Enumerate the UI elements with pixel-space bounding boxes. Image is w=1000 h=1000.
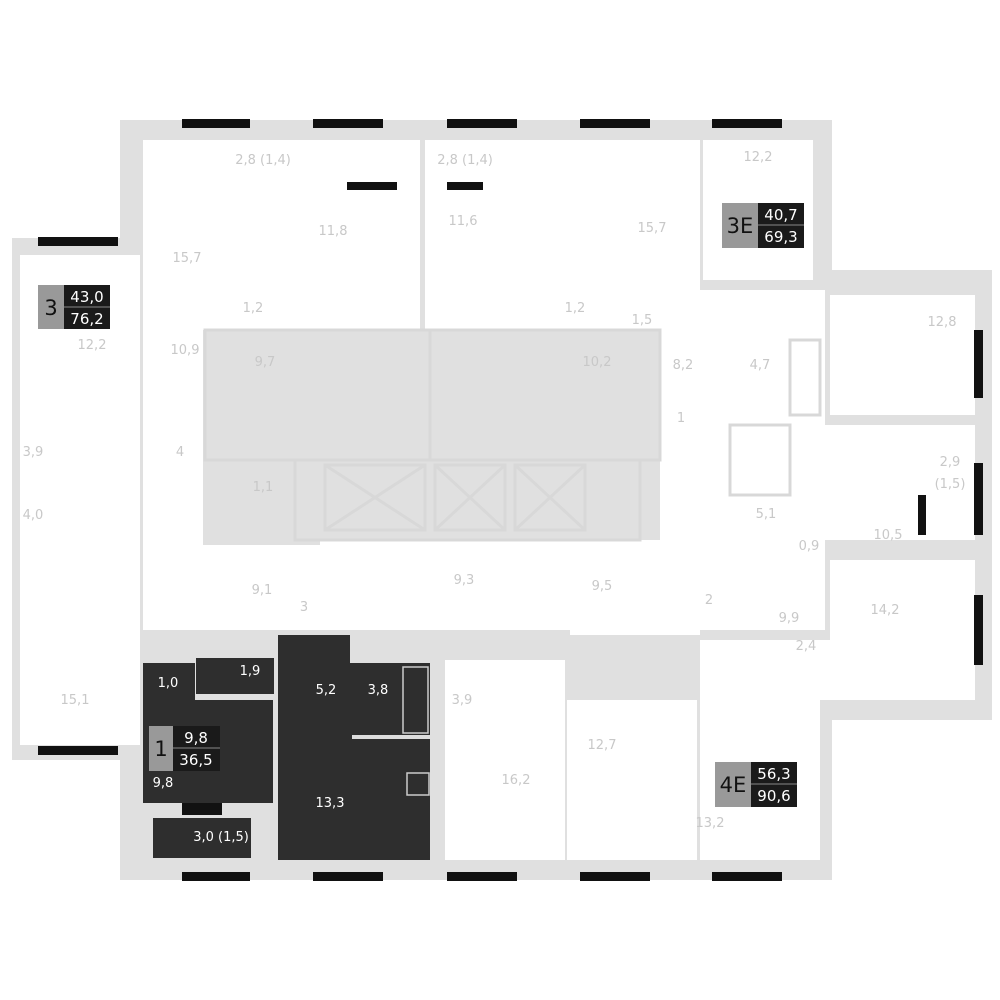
- room-area: 9,8: [153, 776, 174, 791]
- room-area: 3,0 (1,5): [193, 830, 249, 845]
- total-area: 69,3: [764, 228, 797, 246]
- room-area: 12,2: [78, 338, 107, 353]
- room-area: 5,1: [756, 507, 777, 522]
- apartment-badge[interactable]: 3E 40,7 69,3: [722, 203, 804, 248]
- room-area: 2,4: [796, 639, 817, 654]
- room-area: 2,8 (1,4): [235, 153, 291, 168]
- total-area: 76,2: [70, 310, 103, 328]
- room-area: 1,0: [158, 676, 179, 691]
- room-area: 9,9: [779, 611, 800, 626]
- room-area: 0,9: [799, 539, 820, 554]
- room-area: 10,5: [874, 528, 903, 543]
- room-area: 5,2: [316, 683, 337, 698]
- total-area: 90,6: [757, 787, 790, 805]
- selected-room-labels: 1,0 1,9 5,2 3,8 9,8 13,3 3,0 (1,5): [153, 664, 389, 845]
- room-area: 9,5: [592, 579, 613, 594]
- room-area: 11,8: [319, 224, 348, 239]
- apartment-type: 4E: [720, 773, 747, 797]
- room-area: 11,6: [449, 214, 478, 229]
- room-area: 10,2: [583, 355, 612, 370]
- room-area: 4,0: [23, 508, 44, 523]
- room-area: 1,2: [565, 301, 586, 316]
- room-area: 4,7: [750, 358, 771, 373]
- room-area: 4: [176, 445, 184, 460]
- room-area: 3,9: [452, 693, 473, 708]
- apartment-type: 3: [44, 296, 57, 320]
- room-area: 9,1: [252, 583, 273, 598]
- living-area: 43,0: [70, 288, 103, 306]
- apartment-type: 3E: [727, 214, 754, 238]
- room-area: 9,7: [255, 355, 276, 370]
- room-area: 2,9: [940, 455, 961, 470]
- room-labels: 15,7 2,8 (1,4) 2,8 (1,4) 11,8 11,6 15,7 …: [23, 150, 966, 831]
- room-area: 3,8: [368, 683, 389, 698]
- living-area: 40,7: [764, 206, 797, 224]
- room-area: 16,2: [502, 773, 531, 788]
- room-area: (1,5): [935, 477, 966, 492]
- apartment-type: 1: [154, 737, 167, 761]
- room-area: 1,1: [253, 480, 274, 495]
- room-area: 10,9: [171, 343, 200, 358]
- total-area: 36,5: [179, 751, 212, 769]
- apartment-badge[interactable]: 1 9,8 36,5: [149, 726, 220, 771]
- apartment-badge[interactable]: 3 43,0 76,2: [38, 285, 110, 329]
- room-area: 1,2: [243, 301, 264, 316]
- core-stairs-elevators: [203, 328, 822, 737]
- room-interiors: [20, 140, 975, 860]
- room-area: 15,1: [61, 693, 90, 708]
- room-area: 15,7: [638, 221, 667, 236]
- apartment-badge[interactable]: 4E 56,3 90,6: [715, 762, 797, 807]
- room-area: 2,8 (1,4): [437, 153, 493, 168]
- room-area: 12,2: [744, 150, 773, 165]
- room-area: 9,3: [454, 573, 475, 588]
- room-area: 1,9: [240, 664, 261, 679]
- room-area: 8,2: [673, 358, 694, 373]
- room-area: 13,3: [316, 796, 345, 811]
- room-area: 3,9: [23, 445, 44, 460]
- living-area: 56,3: [757, 765, 790, 783]
- room-area: 1,5: [632, 313, 653, 328]
- room-area: 13,2: [696, 816, 725, 831]
- room-area: 2: [705, 593, 713, 608]
- room-area: 12,7: [588, 738, 617, 753]
- windows: [38, 119, 983, 881]
- living-area: 9,8: [184, 729, 208, 747]
- room-area: 3: [300, 600, 308, 615]
- room-area: 14,2: [871, 603, 900, 618]
- room-area: 12,8: [928, 315, 957, 330]
- room-area: 15,7: [173, 251, 202, 266]
- room-area: 1: [677, 411, 685, 426]
